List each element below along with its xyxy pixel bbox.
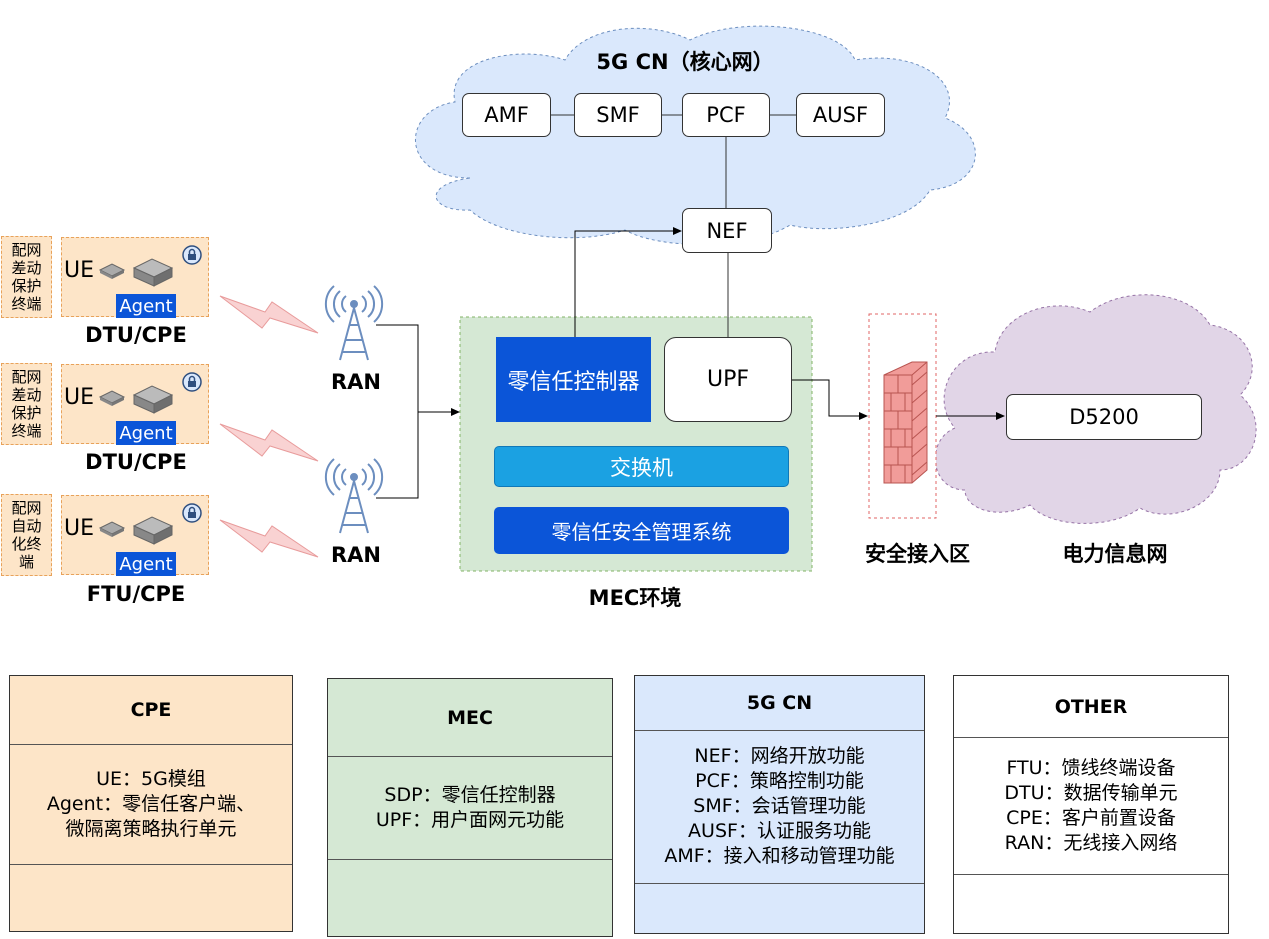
security-zone-label: 安全接入区 (865, 542, 970, 566)
device-label: DTU/CPE (85, 450, 187, 474)
module-chip-icon (98, 385, 174, 414)
security-management-system: 零信任安全管理系统 (494, 507, 789, 554)
ausf-node: AUSF (796, 93, 885, 137)
legend-line: AMF：接入和移动管理功能 (664, 845, 895, 867)
legend-cpe: CPE UE：5G模组 Agent：零信任客户端、 微隔离策略执行单元 (9, 675, 293, 932)
agent-badge: Agent (116, 294, 176, 318)
legend-line: UE：5G模组 (96, 767, 206, 790)
lock-icon (182, 245, 202, 265)
firewall-icon (883, 361, 928, 484)
device-label: DTU/CPE (85, 323, 187, 347)
module-chip-icon (98, 516, 174, 545)
legend-title: OTHER (954, 676, 1228, 738)
legend-5gcn: 5G CN NEF：网络开放功能 PCF：策略控制功能 SMF：会话管理功能 A… (634, 675, 925, 934)
lock-icon (182, 372, 202, 392)
ue-label: UE (64, 385, 95, 410)
legend-line: Agent：零信任客户端、 (46, 792, 256, 815)
ran-label: RAN (331, 543, 381, 567)
legend-line: NEF：网络开放功能 (694, 745, 865, 767)
legend-body: SDP：零信任控制器 UPF：用户面网元功能 (328, 756, 612, 860)
legend-title: CPE (10, 676, 292, 745)
legend-line: AUSF：认证服务功能 (688, 820, 871, 842)
legend-title: 5G CN (635, 676, 924, 731)
device-label: FTU/CPE (86, 582, 186, 606)
legend-line: 微隔离策略执行单元 (65, 817, 237, 840)
cpe-device: UE Agent (61, 364, 209, 445)
legend-title: MEC (328, 679, 612, 757)
ue-label: UE (64, 258, 95, 283)
module-chip-icon (98, 258, 174, 287)
ran-label: RAN (331, 370, 381, 394)
lock-icon (182, 503, 202, 523)
terminal-type-label: 配网 差动 保护 终端 (1, 363, 52, 445)
terminal-type-label: 配网 差动 保护 终端 (1, 236, 52, 318)
legend-line: UPF：用户面网元功能 (375, 808, 565, 831)
nef-node: NEF (682, 208, 772, 253)
core-cloud-title: 5G CN（核心网） (596, 50, 774, 74)
legend-body: FTU：馈线终端设备 DTU：数据传输单元 CPE：客户前置设备 RAN：无线接… (954, 737, 1228, 875)
switch-node: 交换机 (494, 446, 789, 487)
legend-line: SMF：会话管理功能 (693, 795, 866, 817)
d5200-node: D5200 (1006, 394, 1202, 440)
amf-node: AMF (462, 93, 551, 137)
upf-node: UPF (664, 337, 792, 422)
legend-line: RAN：无线接入网络 (1004, 831, 1178, 854)
legend-body: UE：5G模组 Agent：零信任客户端、 微隔离策略执行单元 (10, 744, 292, 865)
cpe-device: UE Agent (61, 237, 209, 318)
ue-label: UE (64, 516, 95, 541)
wireless-link-icon (219, 295, 319, 558)
cpe-device: UE Agent (61, 495, 209, 576)
pcf-node: PCF (682, 93, 770, 137)
agent-badge: Agent (116, 552, 176, 576)
legend-line: DTU：数据传输单元 (1004, 781, 1178, 804)
legend-line: CPE：客户前置设备 (1006, 806, 1176, 829)
agent-badge: Agent (116, 421, 176, 445)
power-net-label: 电力信息网 (1062, 542, 1168, 566)
legend-line: SDP：零信任控制器 (384, 783, 556, 806)
mec-label: MEC环境 (588, 586, 682, 610)
legend-line: FTU：馈线终端设备 (1006, 756, 1176, 779)
legend-line: PCF：策略控制功能 (695, 770, 864, 792)
ran-antenna-icon (324, 285, 384, 534)
legend-body: NEF：网络开放功能 PCF：策略控制功能 SMF：会话管理功能 AUSF：认证… (635, 730, 924, 884)
terminal-type-label: 配网 自动 化终 端 (1, 494, 52, 576)
legend-other: OTHER FTU：馈线终端设备 DTU：数据传输单元 CPE：客户前置设备 R… (953, 675, 1229, 934)
legend-mec: MEC SDP：零信任控制器 UPF：用户面网元功能 (327, 678, 613, 937)
smf-node: SMF (574, 93, 662, 137)
zero-trust-controller: 零信任控制器 (496, 337, 651, 422)
